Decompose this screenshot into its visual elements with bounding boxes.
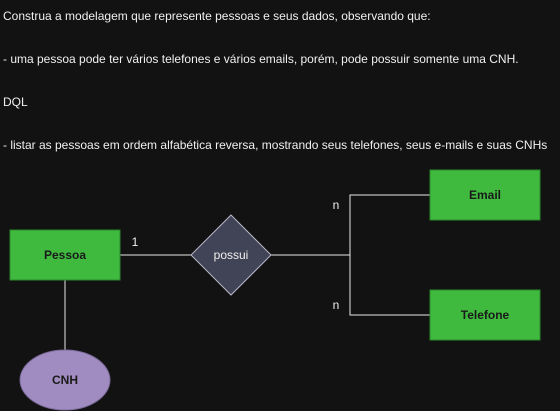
- prompt-line-1: Construa a modelagem que represente pess…: [3, 9, 431, 23]
- connector-to-telefone: [349, 255, 430, 316]
- entity-pessoa[interactable]: Pessoa: [9, 229, 121, 281]
- entity-telefone-label: Telefone: [461, 308, 510, 322]
- attribute-cnh[interactable]: CNH: [19, 349, 111, 411]
- prompt-line-4: - listar as pessoas em ordem alfabética …: [3, 138, 548, 152]
- cardinality-email: n: [333, 198, 340, 212]
- connector-to-email: [349, 194, 430, 255]
- entity-email-label: Email: [469, 188, 501, 202]
- entity-pessoa-label: Pessoa: [44, 248, 86, 262]
- attribute-cnh-label: CNH: [52, 373, 78, 387]
- relationship-possui-label: possui: [214, 248, 249, 262]
- entity-email[interactable]: Email: [429, 169, 541, 221]
- cardinality-pessoa: 1: [132, 235, 139, 249]
- entity-telefone[interactable]: Telefone: [429, 289, 541, 341]
- prompt-line-2: - uma pessoa pode ter vários telefones e…: [3, 52, 519, 66]
- section-label-dql: DQL: [3, 95, 28, 109]
- cardinality-telefone: n: [333, 298, 340, 312]
- relationship-possui[interactable]: possui: [190, 214, 272, 296]
